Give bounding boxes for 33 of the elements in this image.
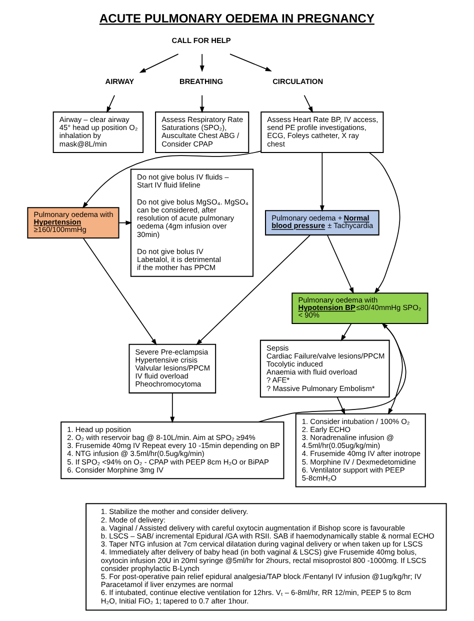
arrow	[258, 322, 406, 422]
node-box: 1. Stabilize the mother and consider delivery. 2. Mode of delivery: a. Vaginal / Assisted delivery with careful oxytocin augmentation if Bishop score is favourable b. LSCS – SAB/ incremental Epidural /GA with RSII. SAB if haemodynamically stable & normal ECHO 3. Taper NTG infusion at 7cm cervical dilatation during vaginal delivery or when taken up for LSCS 4. Immediately after delivery of baby head (in both vaginal & LSCS) give Frusemide 40mg bolus, oxytocin infusion 20U in 20ml syringe @5ml/hr for 2hours, rectal misoprostol 800 -1000mg. If LSCS consider prophylactic B-Lynch 5. For post-operative pain relief epidural analgesia/TAP block /Fentanyl IV infusion @1ug/kg/hr; IV Paracetamol if liver enzymes are normal 6. If intubated, continue elective ventilation for 12hrs. Vₜ – 6-8ml/hr, RR 12/min, PEEP 5 to 8cm H₂O, Initial FiO₂ 1; tapered to 0.7 after 1hour.	[86, 503, 447, 611]
arrow	[139, 54, 179, 73]
node-box: Airway – clear airway 45° head up position O₂ inhalation by mask@8L/min	[52, 112, 144, 153]
arrow	[82, 238, 157, 346]
arrow	[320, 152, 324, 212]
arrow	[200, 54, 204, 72]
arrow	[340, 323, 352, 342]
arrow	[82, 150, 262, 208]
node-text: CALL FOR HELP	[172, 36, 231, 46]
node-box: Sepsis Cardiac Failure/valve lesions/PPCM Tocolytic induced Anaemia with fluid overload ? AFE* ? Massive Pulmonary Embolism*	[260, 340, 390, 398]
arrow	[230, 54, 272, 72]
diagram-title: ACUTE PULMONARY OEDEMA IN PREGNANCY	[99, 12, 374, 26]
arrow	[170, 392, 175, 424]
node-box: Pulmonary oedema + Normal blood pressure ± Tachycardia	[265, 210, 380, 236]
node-box: Pulmonary oedema with Hypotension BP≤80/40mmHg SPO₂ < 90%	[292, 292, 428, 324]
node-box: Do not give bolus IV fluids – Start IV fluid lifeline Do not give bolus MgSO₄. MgSO₄ can be considered, after resolution of acute pulmonary oedema (4gm infusion over 30min) Do not give bolus IV Labetalol, it is detrimental if the mother has PPCM	[130, 168, 254, 277]
node-box: Pulmonary oedema with Hypertension ≥160/100mmHg	[27, 207, 120, 238]
arrow	[196, 234, 311, 346]
node-text: CIRCULATION	[272, 77, 324, 86]
arrow	[106, 94, 115, 114]
arrow	[304, 94, 314, 114]
arrow	[382, 323, 403, 415]
node-box: Assess Respiratory Rate Saturations (SPO₂), Auscultate Chest ABG / Consider CPAP	[155, 112, 250, 153]
arrow	[368, 152, 400, 294]
node-box: Assess Heart Rate BP, IV access, send PE profile investigations, ECG, Foleys catheter, X ray chest	[260, 112, 384, 153]
arrow	[200, 94, 204, 114]
arrow	[326, 234, 354, 294]
node-text: BREATHING	[179, 77, 223, 86]
node-box: Severe Pre-eclampsia Hypertensive crisis Valvular lesions/PPCM IV fluid overload Pheochromocytoma	[128, 344, 216, 394]
node-text: AIRWAY	[105, 77, 134, 86]
node-box: 1. Head up position 2. O₂ with reservoir bag @ 8-10L/min. Aim at SPO₂ ≥94% 3. Frusemide 40mg IV Repeat every 10 -15min depending on BP 4. NTG infusion @ 3.5ml/hr(0.5ug/kg/min) 5. If SPO₂ <94% on O₂ - CPAP with PEEP 8cm H₂O or BiPAP 6. Consider Morphine 3mg IV	[60, 421, 284, 480]
node-box: 1. Consider intubation / 100% O₂ 2. Early ECHO 3. Noradrenaline infusion @ 4.5ml/hr(0.05ug/kg/min) 4. Frusemide 40mg IV after inotrope 5. Morphine IV / Dexmedetomidine 6. Ventilator support with PEEP 5-8cmH₂O	[295, 413, 426, 488]
